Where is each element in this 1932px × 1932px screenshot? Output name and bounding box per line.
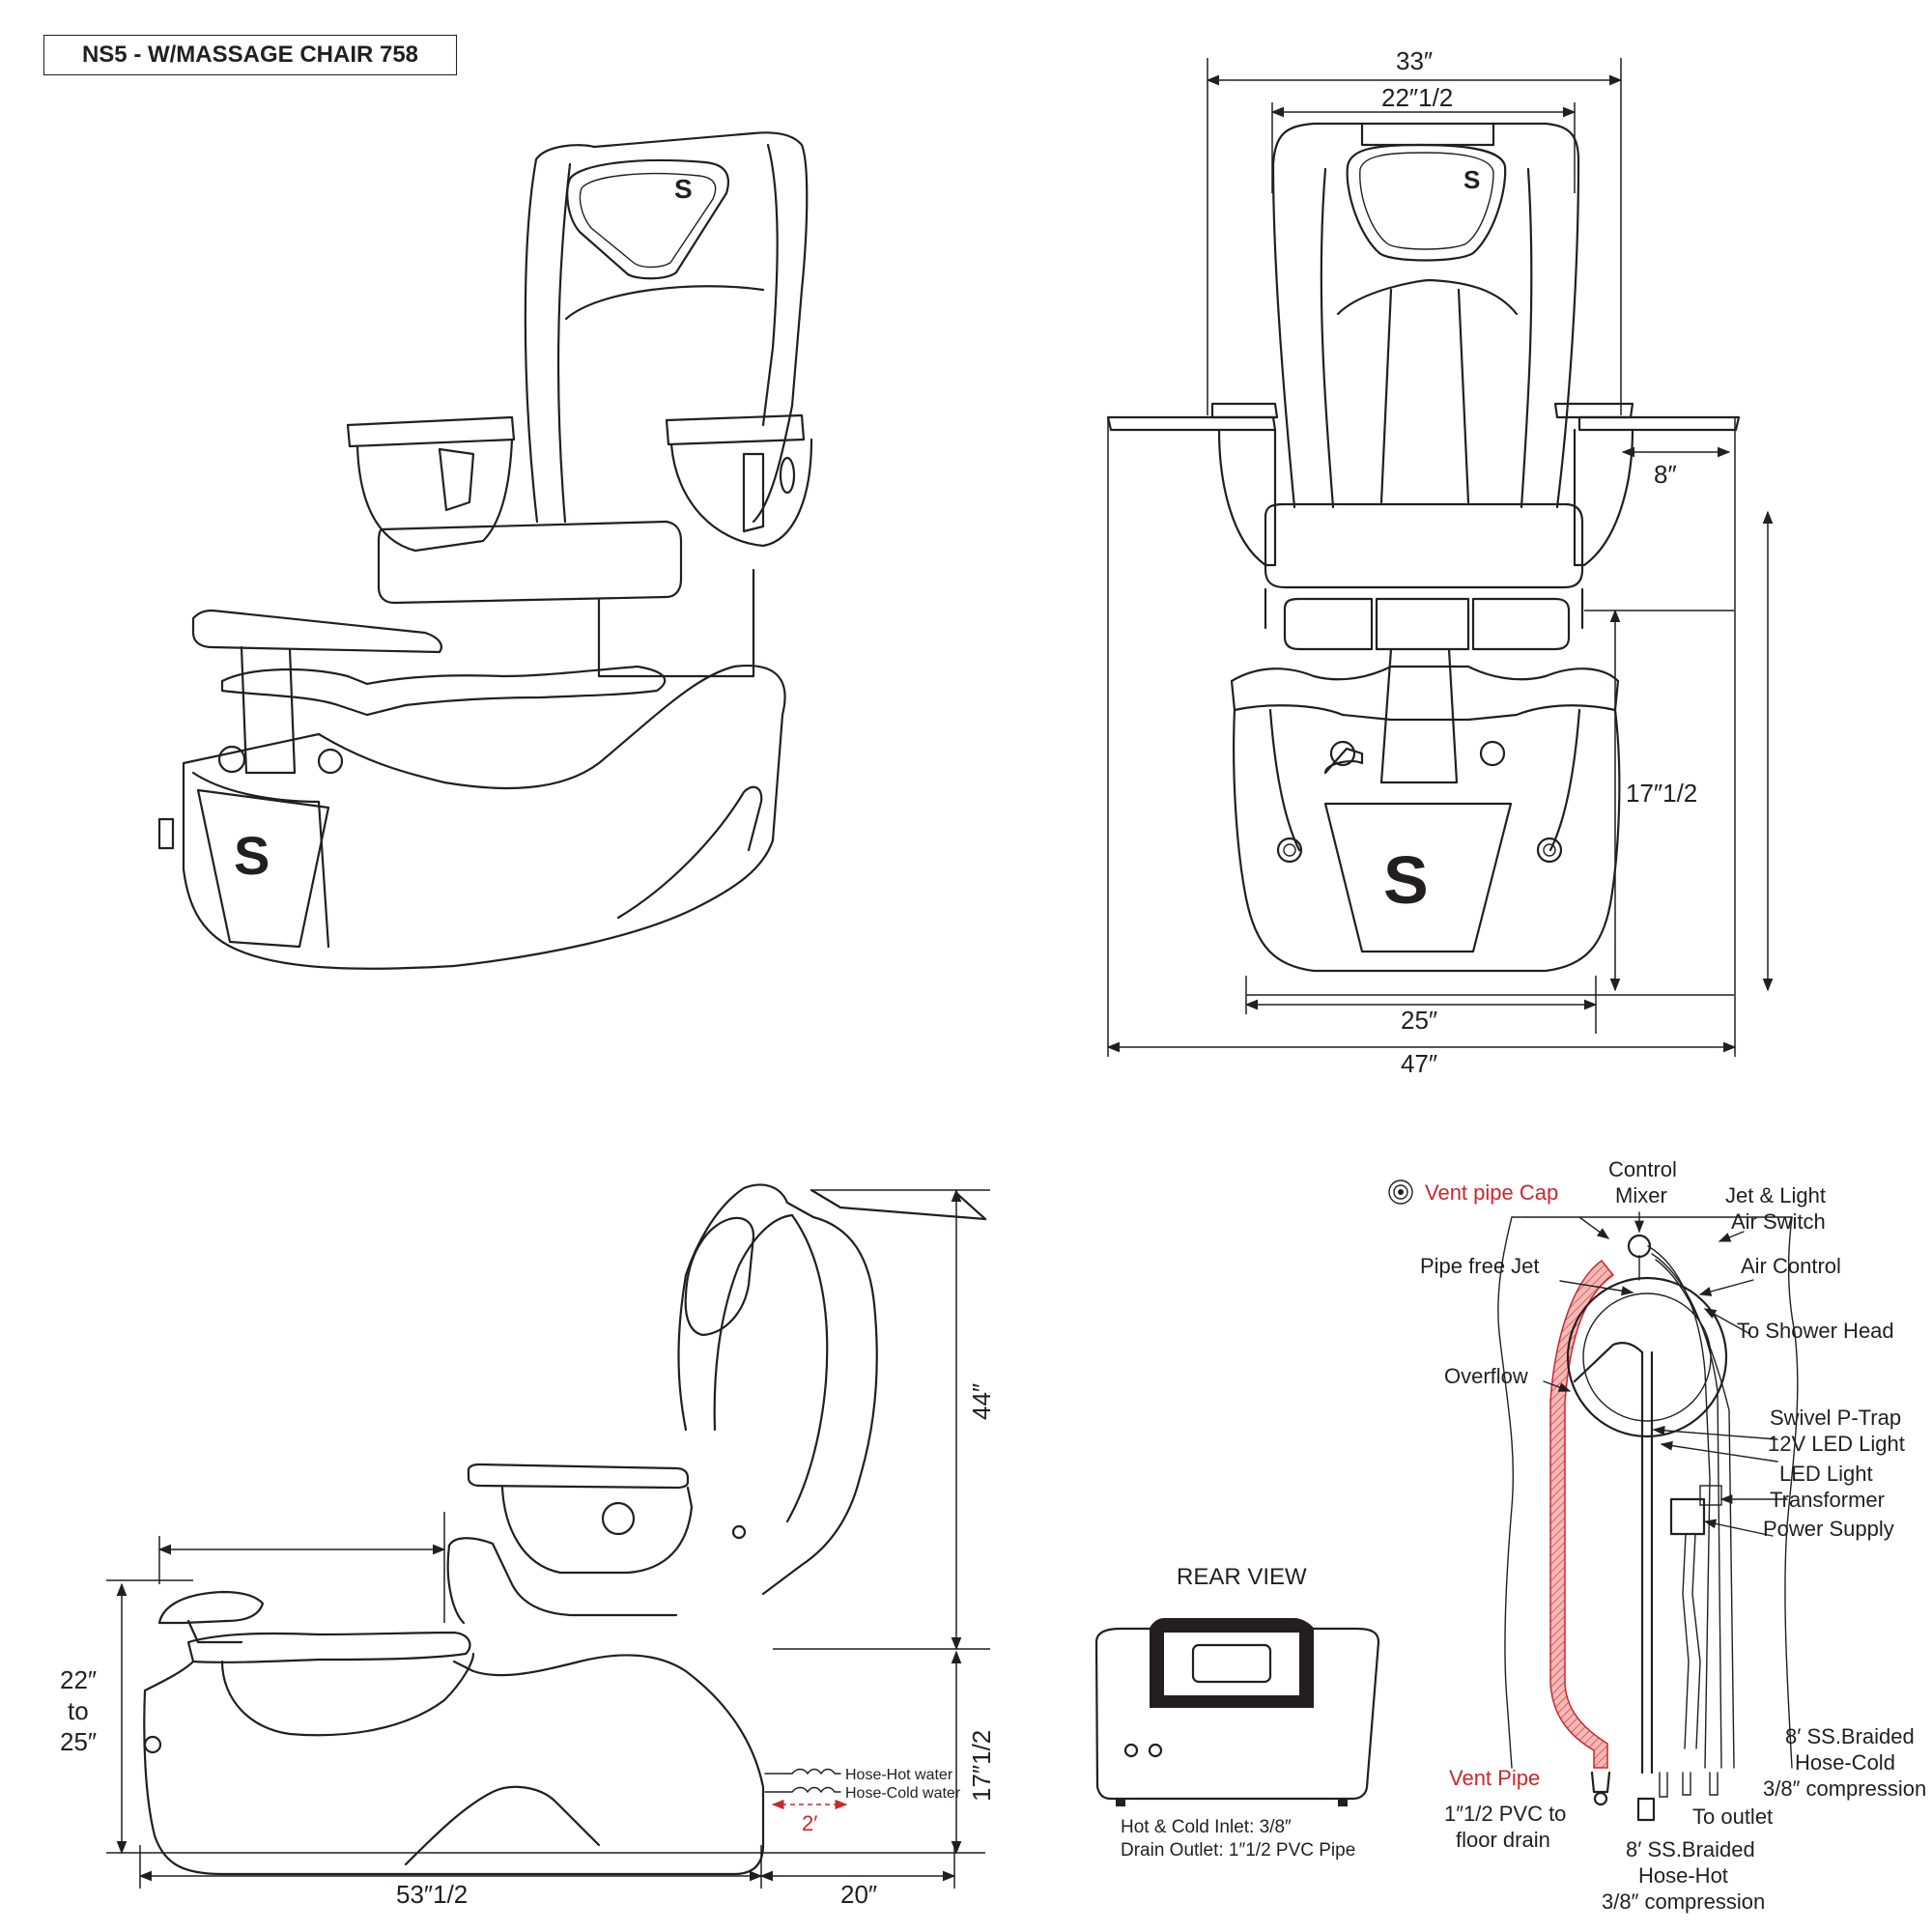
label-to-shower-head: To Shower Head — [1737, 1319, 1894, 1343]
label-hose-hot-3: 3/8″ compression — [1602, 1889, 1765, 1914]
side-hose-hot — [764, 1768, 841, 1776]
dim-33: 33″ — [1396, 46, 1433, 75]
label-control-mixer-1: Control — [1608, 1157, 1677, 1181]
perspective-right-armrest — [665, 413, 806, 446]
vent-cap-icon — [1388, 1179, 1413, 1205]
vent-pipe — [1549, 1259, 1615, 1769]
dim-17-5: 17″1/2 — [1626, 779, 1697, 808]
front-logo-plate — [1323, 802, 1513, 953]
dim-44: 44″ — [967, 1383, 996, 1420]
dim-22-5: 22″1/2 — [1381, 83, 1453, 112]
dim-side-17-5: 17″1/2 — [967, 1730, 996, 1802]
dim-20: 20″ — [840, 1880, 877, 1909]
perspective-seat — [377, 520, 683, 605]
dim-22: 22″ — [60, 1665, 97, 1694]
label-led-transformer-2: Transformer — [1770, 1488, 1885, 1512]
plumbing-diagram: Vent pipe Cap Control Mixer Jet & Light … — [1388, 1157, 1926, 1914]
front-backrest — [1271, 122, 1580, 509]
label-hose-cold-3: 3/8″ compression — [1763, 1776, 1926, 1801]
label-hose-cold-1: 8′ SS.Braided — [1785, 1724, 1915, 1748]
perspective-logo: S — [674, 174, 693, 204]
perspective-headrest — [566, 158, 730, 280]
svg-text:S: S — [1383, 842, 1429, 918]
side-view: Hose-Hot water Hose-Cold water 2′ 44″ 17… — [60, 1183, 996, 1909]
label-jet-light-1: Jet & Light — [1725, 1183, 1826, 1208]
perspective-base — [182, 665, 786, 970]
perspective-left-armrest — [346, 415, 516, 448]
side-tub-rim — [186, 1631, 471, 1663]
dim-2ft: 2′ — [802, 1811, 817, 1835]
rear-note-drain: Drain Outlet: 1″1/2 PVC Pipe — [1121, 1840, 1355, 1861]
dim-25-side: 25″ — [60, 1727, 97, 1756]
perspective-tub-rim — [220, 665, 667, 717]
side-hose-cold — [764, 1786, 841, 1794]
page-title: NS5 - W/MASSAGE CHAIR 758 — [81, 42, 419, 68]
side-footrest — [157, 1590, 265, 1625]
perspective-view: S S — [157, 131, 813, 970]
label-vent-pipe-cap: Vent pipe Cap — [1425, 1180, 1558, 1205]
title-box: NS5 - W/MASSAGE CHAIR 758 — [43, 35, 457, 75]
side-base — [143, 1654, 765, 1876]
rear-view-label: REAR VIEW — [1177, 1564, 1307, 1590]
label-pvc-1: 1″1/2 PVC to — [1444, 1802, 1566, 1826]
front-headrest — [1346, 143, 1507, 262]
dim-47: 47″ — [1401, 1049, 1437, 1078]
label-12v-led: 12V LED Light — [1768, 1432, 1905, 1456]
hose-cold-label: Hose-Cold water — [845, 1785, 961, 1802]
perspective-logo-plate — [196, 788, 330, 949]
label-power-supply: Power Supply — [1763, 1517, 1894, 1541]
hose-hot-label: Hose-Hot water — [845, 1767, 953, 1783]
control-mixer — [1627, 1234, 1652, 1259]
front-logo-small: S — [1463, 165, 1480, 194]
front-right-armrest — [1577, 415, 1741, 432]
front-left-armrest — [1106, 415, 1277, 432]
label-pipe-free-jet: Pipe free Jet — [1420, 1254, 1540, 1278]
rear-body — [1094, 1627, 1380, 1801]
perspective-footrest — [191, 609, 442, 654]
front-seat — [1264, 502, 1584, 589]
dim-25: 25″ — [1401, 1006, 1437, 1035]
dim-53-5: 53″1/2 — [396, 1880, 468, 1909]
front-base — [1233, 708, 1621, 973]
side-headrest — [684, 1216, 755, 1337]
svg-text:S: S — [234, 825, 270, 886]
plumbing-outline — [1497, 1216, 1799, 1769]
dim-to: to — [68, 1696, 89, 1725]
label-control-mixer-2: Mixer — [1615, 1183, 1667, 1208]
label-to-outlet: To outlet — [1692, 1804, 1773, 1829]
front-footpads — [1283, 597, 1374, 651]
side-armrest — [467, 1463, 690, 1490]
label-led-transformer-1: LED Light — [1779, 1462, 1873, 1486]
label-hose-cold-2: Hose-Cold — [1795, 1750, 1895, 1775]
side-backrest — [677, 1183, 878, 1596]
label-air-control: Air Control — [1741, 1254, 1841, 1278]
label-hose-hot-1: 8′ SS.Braided — [1626, 1837, 1755, 1861]
led-transformer — [1669, 1497, 1706, 1536]
label-swivel-p-trap: Swivel P-Trap — [1770, 1406, 1901, 1430]
rear-view: REAR VIEW Hot & Cold Inlet: 3/8″ Drain O… — [1094, 1564, 1380, 1861]
label-pvc-2: floor drain — [1456, 1828, 1550, 1852]
label-hose-hot-2: Hose-Hot — [1638, 1863, 1728, 1888]
label-vent-pipe: Vent Pipe — [1449, 1766, 1540, 1790]
label-jet-light-2: Air Switch — [1731, 1209, 1826, 1234]
rear-note-inlet: Hot & Cold Inlet: 3/8″ — [1121, 1817, 1292, 1837]
perspective-backrest — [524, 131, 809, 524]
dim-8: 8″ — [1654, 460, 1677, 489]
front-view: S S 33 — [1106, 46, 1774, 1078]
tub-bowl — [1566, 1276, 1728, 1438]
label-overflow: Overflow — [1444, 1364, 1528, 1388]
